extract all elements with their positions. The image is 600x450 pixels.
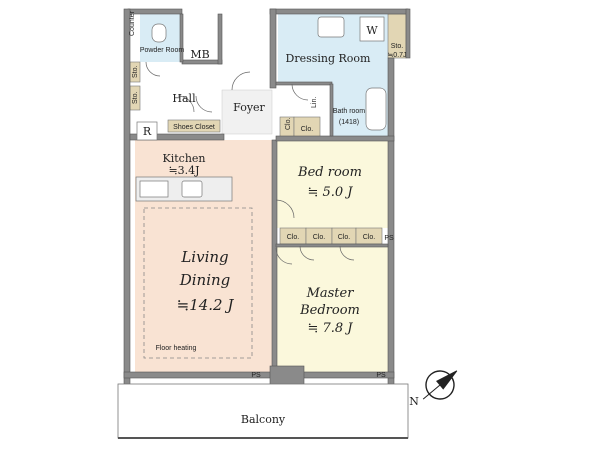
clo-label-2: Clo. — [301, 126, 314, 133]
sto-right-area: ≒0.7J — [387, 52, 406, 59]
clo-label-3: Clo. — [287, 234, 300, 241]
north-label: N — [409, 395, 419, 408]
lin-label: Lin. — [311, 97, 318, 108]
bathtub — [365, 87, 387, 131]
master-bedroom-floor — [276, 246, 388, 372]
shoes-closet — [167, 119, 221, 133]
wall-left — [123, 8, 131, 385]
master-area: ≒ 7.8 J — [307, 321, 353, 336]
sto-label-2: Sto. — [132, 91, 139, 104]
ps-label-1: PS — [251, 372, 261, 379]
north-arrow-icon — [422, 370, 458, 400]
master-bedroom-label: Bedroom — [299, 303, 360, 318]
wall-bottom — [123, 371, 395, 379]
door-swing-master-closet-2 — [339, 245, 355, 261]
bath-room-label: Bath room — [333, 108, 365, 115]
wall-right — [387, 57, 395, 385]
door-swing-bedroom — [275, 199, 295, 219]
ps-label-2: PS — [376, 372, 386, 379]
door-swing-powder — [145, 61, 161, 77]
wall-right-upper — [405, 8, 411, 59]
wall-top-right — [269, 8, 409, 15]
refrigerator — [136, 121, 158, 141]
master-label: Master — [306, 286, 355, 301]
sto-label-1: Sto. — [132, 65, 139, 78]
dining-label: Dining — [179, 271, 231, 289]
floor-heating-area — [143, 207, 253, 359]
dressing-room-label: Dressing Room — [286, 52, 372, 65]
foyer-floor — [221, 89, 273, 135]
w-label: W — [366, 24, 378, 37]
toilet — [151, 23, 167, 43]
counter-label: Counter — [129, 10, 136, 36]
clo-label-1: Clo. — [285, 117, 292, 130]
floor-heating-label: Floor heating — [156, 345, 197, 352]
bedroom-area: ≒ 5.0 J — [307, 185, 353, 200]
kitchen-area: ≒3.4J — [168, 164, 199, 177]
hall-label: Hall — [172, 92, 196, 105]
cooktop — [139, 180, 169, 198]
door-swing-master-closet — [299, 245, 315, 261]
wall-bedrooms-divider — [271, 139, 278, 373]
shoes-closet-label: Shoes Closet — [173, 124, 215, 131]
kitchen-label: Kitchen — [163, 152, 206, 165]
bedroom-floor — [276, 140, 388, 228]
washing-machine — [359, 16, 385, 42]
r-label: R — [143, 125, 152, 138]
wall-mid-vertical — [269, 8, 277, 89]
clo-label-6: Clo. — [363, 234, 376, 241]
foyer-label: Foyer — [233, 101, 265, 114]
wall-bedroom-top — [275, 135, 395, 142]
living-area: ≒14.2 J — [177, 296, 235, 314]
door-swing-dressing — [291, 83, 309, 101]
door-swing-hall-2 — [195, 95, 213, 113]
door-swing-foyer — [231, 71, 251, 91]
mb-label: MB — [190, 48, 209, 61]
clo-label-5: Clo. — [338, 234, 351, 241]
wall-living-top — [129, 133, 225, 141]
wall-bedroom-bottom — [275, 243, 389, 248]
bath-size-label: (1418) — [339, 119, 359, 126]
powder-room-label: Powder Room — [140, 47, 185, 54]
balcony-label: Balcony — [241, 413, 286, 426]
living-label: Living — [180, 248, 228, 266]
door-swing-master — [275, 247, 293, 265]
wall-top-left — [127, 8, 183, 15]
clo-label-4: Clo. — [313, 234, 326, 241]
wall-mb — [217, 13, 223, 65]
wall-powder-right — [179, 13, 184, 63]
wall-dressing-bottom — [275, 81, 333, 86]
bedroom-label: Bed room — [297, 165, 362, 180]
washbasin — [317, 16, 345, 38]
balcony-slab — [117, 383, 409, 439]
ps-label-3: PS — [384, 235, 394, 242]
door-swing-hall — [177, 95, 195, 113]
wall-bath-left — [329, 83, 334, 137]
kitchen-sink — [181, 180, 203, 198]
sto-right-label: Sto. — [391, 43, 404, 50]
